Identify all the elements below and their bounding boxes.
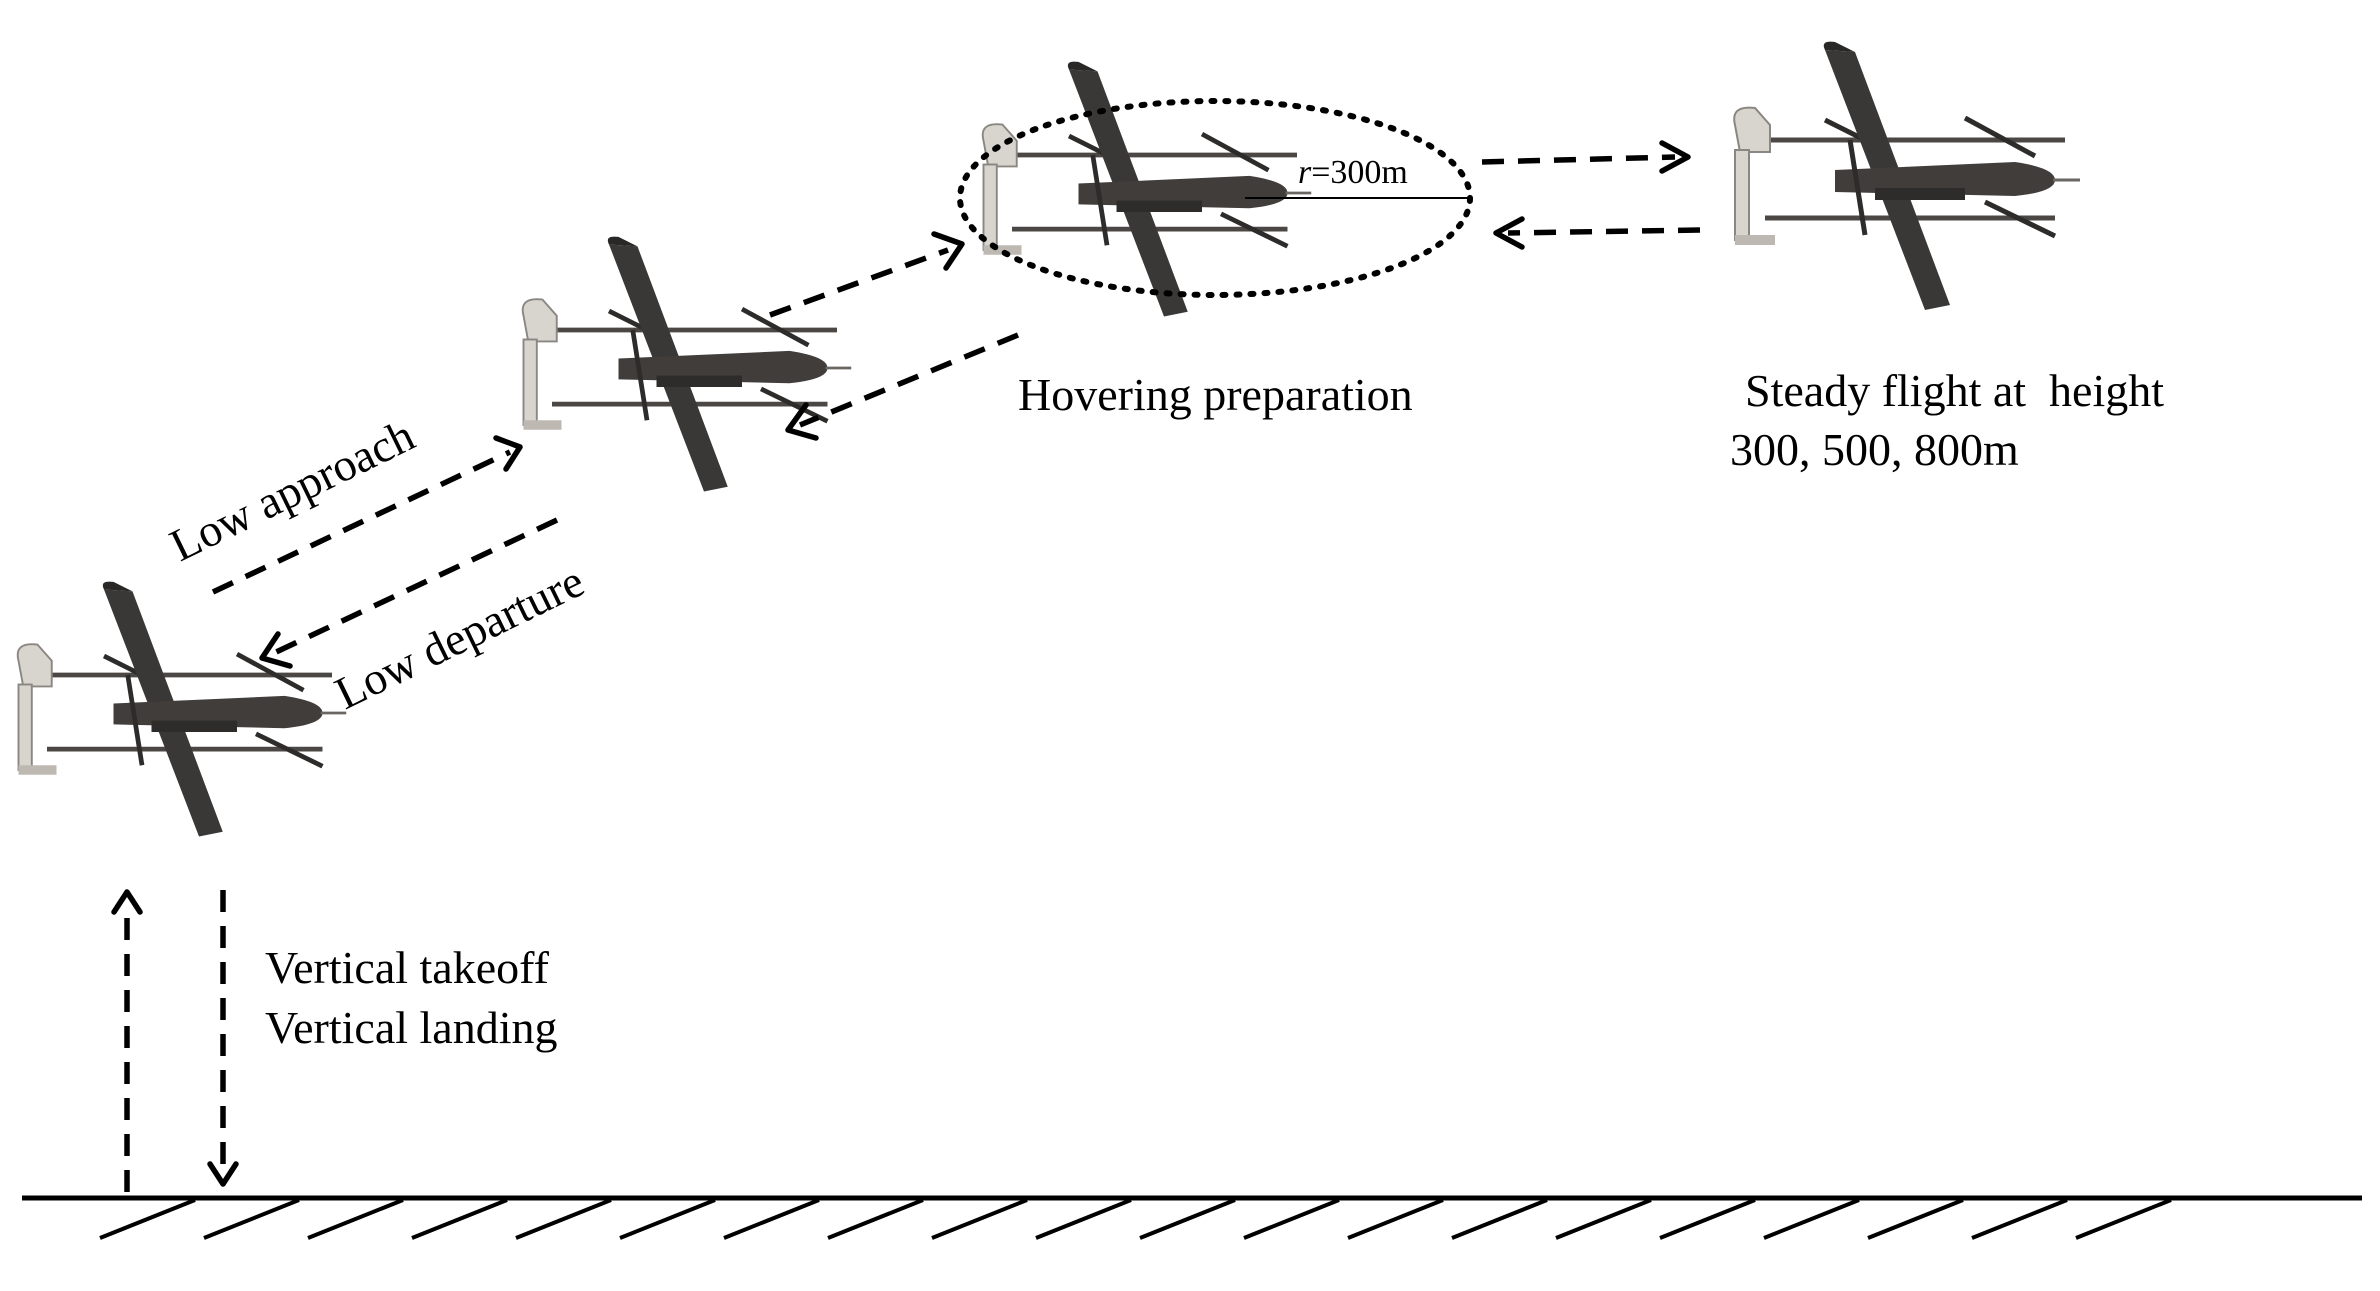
- ground-hatch-mark: [1243, 1198, 1340, 1240]
- steady-flight-label-line1: Steady flight at height: [1745, 365, 2164, 416]
- uav-ground-level: [18, 582, 347, 837]
- climb-to-hover-arrow: [769, 231, 965, 318]
- uav-steady-flight: [1734, 42, 2080, 310]
- ground-hatch-mark: [827, 1198, 924, 1240]
- uav-hovering: [983, 62, 1312, 317]
- low-departure-arrow: [259, 517, 559, 669]
- ground-hatch-mark: [1035, 1198, 1132, 1240]
- ground-hatch-mark: [723, 1198, 820, 1240]
- vertical-landing-arrow: [207, 890, 239, 1187]
- vertical-takeoff-arrow: [111, 889, 143, 1192]
- ground-hatch-mark: [307, 1198, 404, 1240]
- low-approach-label: Low approach: [162, 409, 422, 571]
- ground-hatch-mark: [2075, 1198, 2172, 1240]
- ground-hatch-mark: [619, 1198, 716, 1240]
- ground-hatching: [99, 1198, 2172, 1240]
- vertical-takeoff-label: Vertical takeoff: [265, 942, 550, 993]
- ground-hatch-mark: [931, 1198, 1028, 1240]
- ground-hatch-mark: [203, 1198, 300, 1240]
- radius-label: r=300m: [1298, 154, 1408, 191]
- ground-hatch-mark: [515, 1198, 612, 1240]
- hover-to-steady-arrow: [1481, 140, 1691, 174]
- low-approach-arrow: [211, 435, 523, 595]
- ground-hatch-mark: [99, 1198, 196, 1240]
- steady-to-hover-arrow: [1493, 216, 1701, 250]
- ground-hatch-mark: [1659, 1198, 1756, 1240]
- ground-hatch-mark: [1347, 1198, 1444, 1240]
- uav-low-altitude: [523, 237, 852, 492]
- ground-hatch-mark: [1867, 1198, 1964, 1240]
- ground-hatch-mark: [1555, 1198, 1652, 1240]
- ground-hatch-mark: [411, 1198, 508, 1240]
- radius-variable: r: [1298, 154, 1312, 191]
- vertical-landing-label: Vertical landing: [265, 1002, 558, 1053]
- hovering-preparation-label: Hovering preparation: [1018, 369, 1413, 420]
- low-departure-label: Low departure: [327, 555, 592, 719]
- ground-hatch-mark: [1451, 1198, 1548, 1240]
- radius-value: =300m: [1311, 154, 1408, 191]
- ground-hatch-mark: [1763, 1198, 1860, 1240]
- ground-hatch-mark: [1971, 1198, 2068, 1240]
- descend-from-hover-arrow: [785, 332, 1020, 441]
- ground-hatch-mark: [1139, 1198, 1236, 1240]
- steady-flight-label-line2: 300, 500, 800m: [1730, 424, 2019, 475]
